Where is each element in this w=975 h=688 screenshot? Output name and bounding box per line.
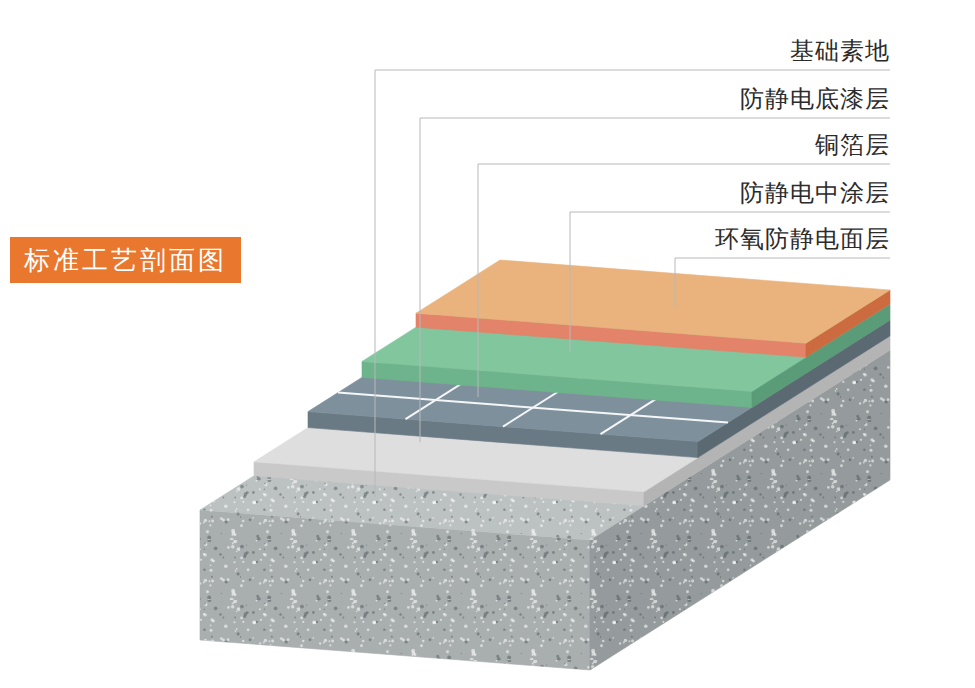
layer-label: 基础素地 [790,36,890,66]
leader-line [375,70,890,497]
leader-line [420,118,890,442]
layer-label: 铜箔层 [815,130,890,160]
leader-line [675,258,890,307]
epoxy-top-layer [416,260,890,357]
leader-line [570,212,890,352]
layer-label: 防静电底漆层 [740,84,890,114]
layer-label: 环氧防静电面层 [715,224,890,254]
epoxy-top-layer-top [416,260,890,343]
leader-line [478,164,890,397]
layer-label: 防静电中涂层 [740,178,890,208]
section-title: 标准工艺剖面图 [10,237,241,283]
